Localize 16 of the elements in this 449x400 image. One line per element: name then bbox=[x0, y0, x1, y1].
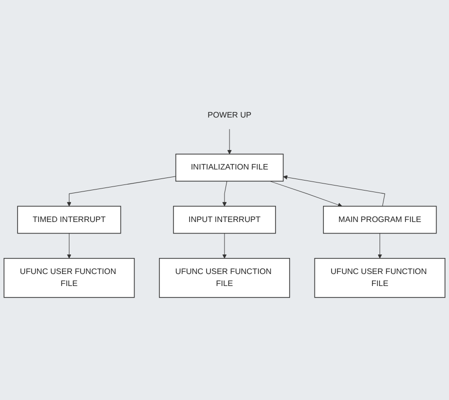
node-box: INITIALIZATION FILE bbox=[175, 154, 284, 182]
arrow bbox=[66, 233, 72, 259]
node-text: POWER UP bbox=[208, 111, 252, 120]
arrow bbox=[378, 233, 382, 259]
node-box: MAIN PROGRAM FILE bbox=[323, 206, 437, 234]
node-box: INPUT INTERRUPT bbox=[173, 206, 276, 234]
arrow bbox=[227, 129, 232, 155]
arrow bbox=[283, 175, 386, 207]
arrow bbox=[222, 181, 228, 207]
arrow bbox=[66, 176, 176, 207]
arrow bbox=[270, 181, 342, 208]
node-box: UFUNC USER FUNCTION FILE bbox=[314, 258, 446, 298]
node-box: TIMED INTERRUPT bbox=[17, 206, 122, 234]
node-box: UFUNC USER FUNCTION FILE bbox=[4, 258, 135, 298]
arrow bbox=[222, 233, 227, 259]
node-box: UFUNC USER FUNCTION FILE bbox=[158, 258, 290, 298]
